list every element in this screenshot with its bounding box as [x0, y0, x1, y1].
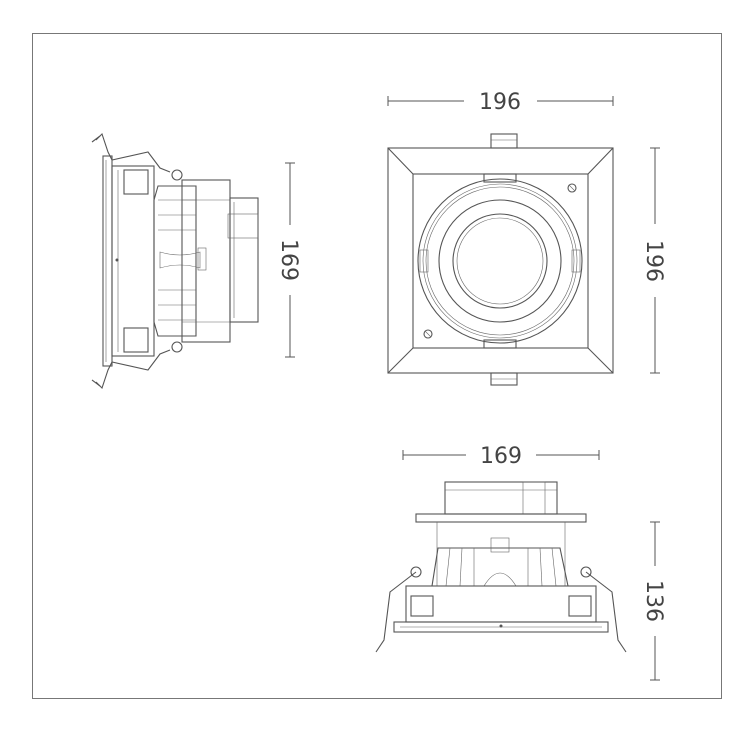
front-reflector-ring [438, 199, 562, 323]
front-outer-frame [387, 147, 614, 374]
bottom-width-dimension: 169 [402, 444, 600, 469]
bottom-heatsink [431, 547, 569, 587]
side-height-dimension: 169 [276, 162, 301, 358]
bottom-height-label: 136 [641, 580, 666, 622]
side-height-label: 169 [276, 239, 301, 281]
bottom-driver-box [444, 481, 558, 515]
side-flange [102, 155, 113, 367]
front-outer-ring [417, 178, 583, 344]
front-lens [452, 213, 548, 309]
screw-top-right [567, 183, 577, 193]
bottom-width-label: 169 [480, 444, 522, 469]
bottom-height-dimension: 136 [641, 521, 666, 681]
front-height-label: 196 [641, 240, 666, 282]
side-heatsink [153, 185, 197, 337]
side-driver-box [229, 197, 259, 323]
front-width-dimension: 196 [387, 90, 614, 115]
front-top-tab [490, 133, 518, 149]
drawing-frame [32, 33, 722, 699]
side-view [91, 132, 259, 390]
screw-bottom-left [423, 329, 433, 339]
front-view [387, 133, 614, 386]
front-height-dimension: 196 [641, 147, 666, 374]
bottom-flange [393, 621, 609, 633]
bottom-view [375, 481, 627, 653]
bottom-housing [405, 585, 597, 623]
front-width-label: 196 [479, 90, 521, 115]
